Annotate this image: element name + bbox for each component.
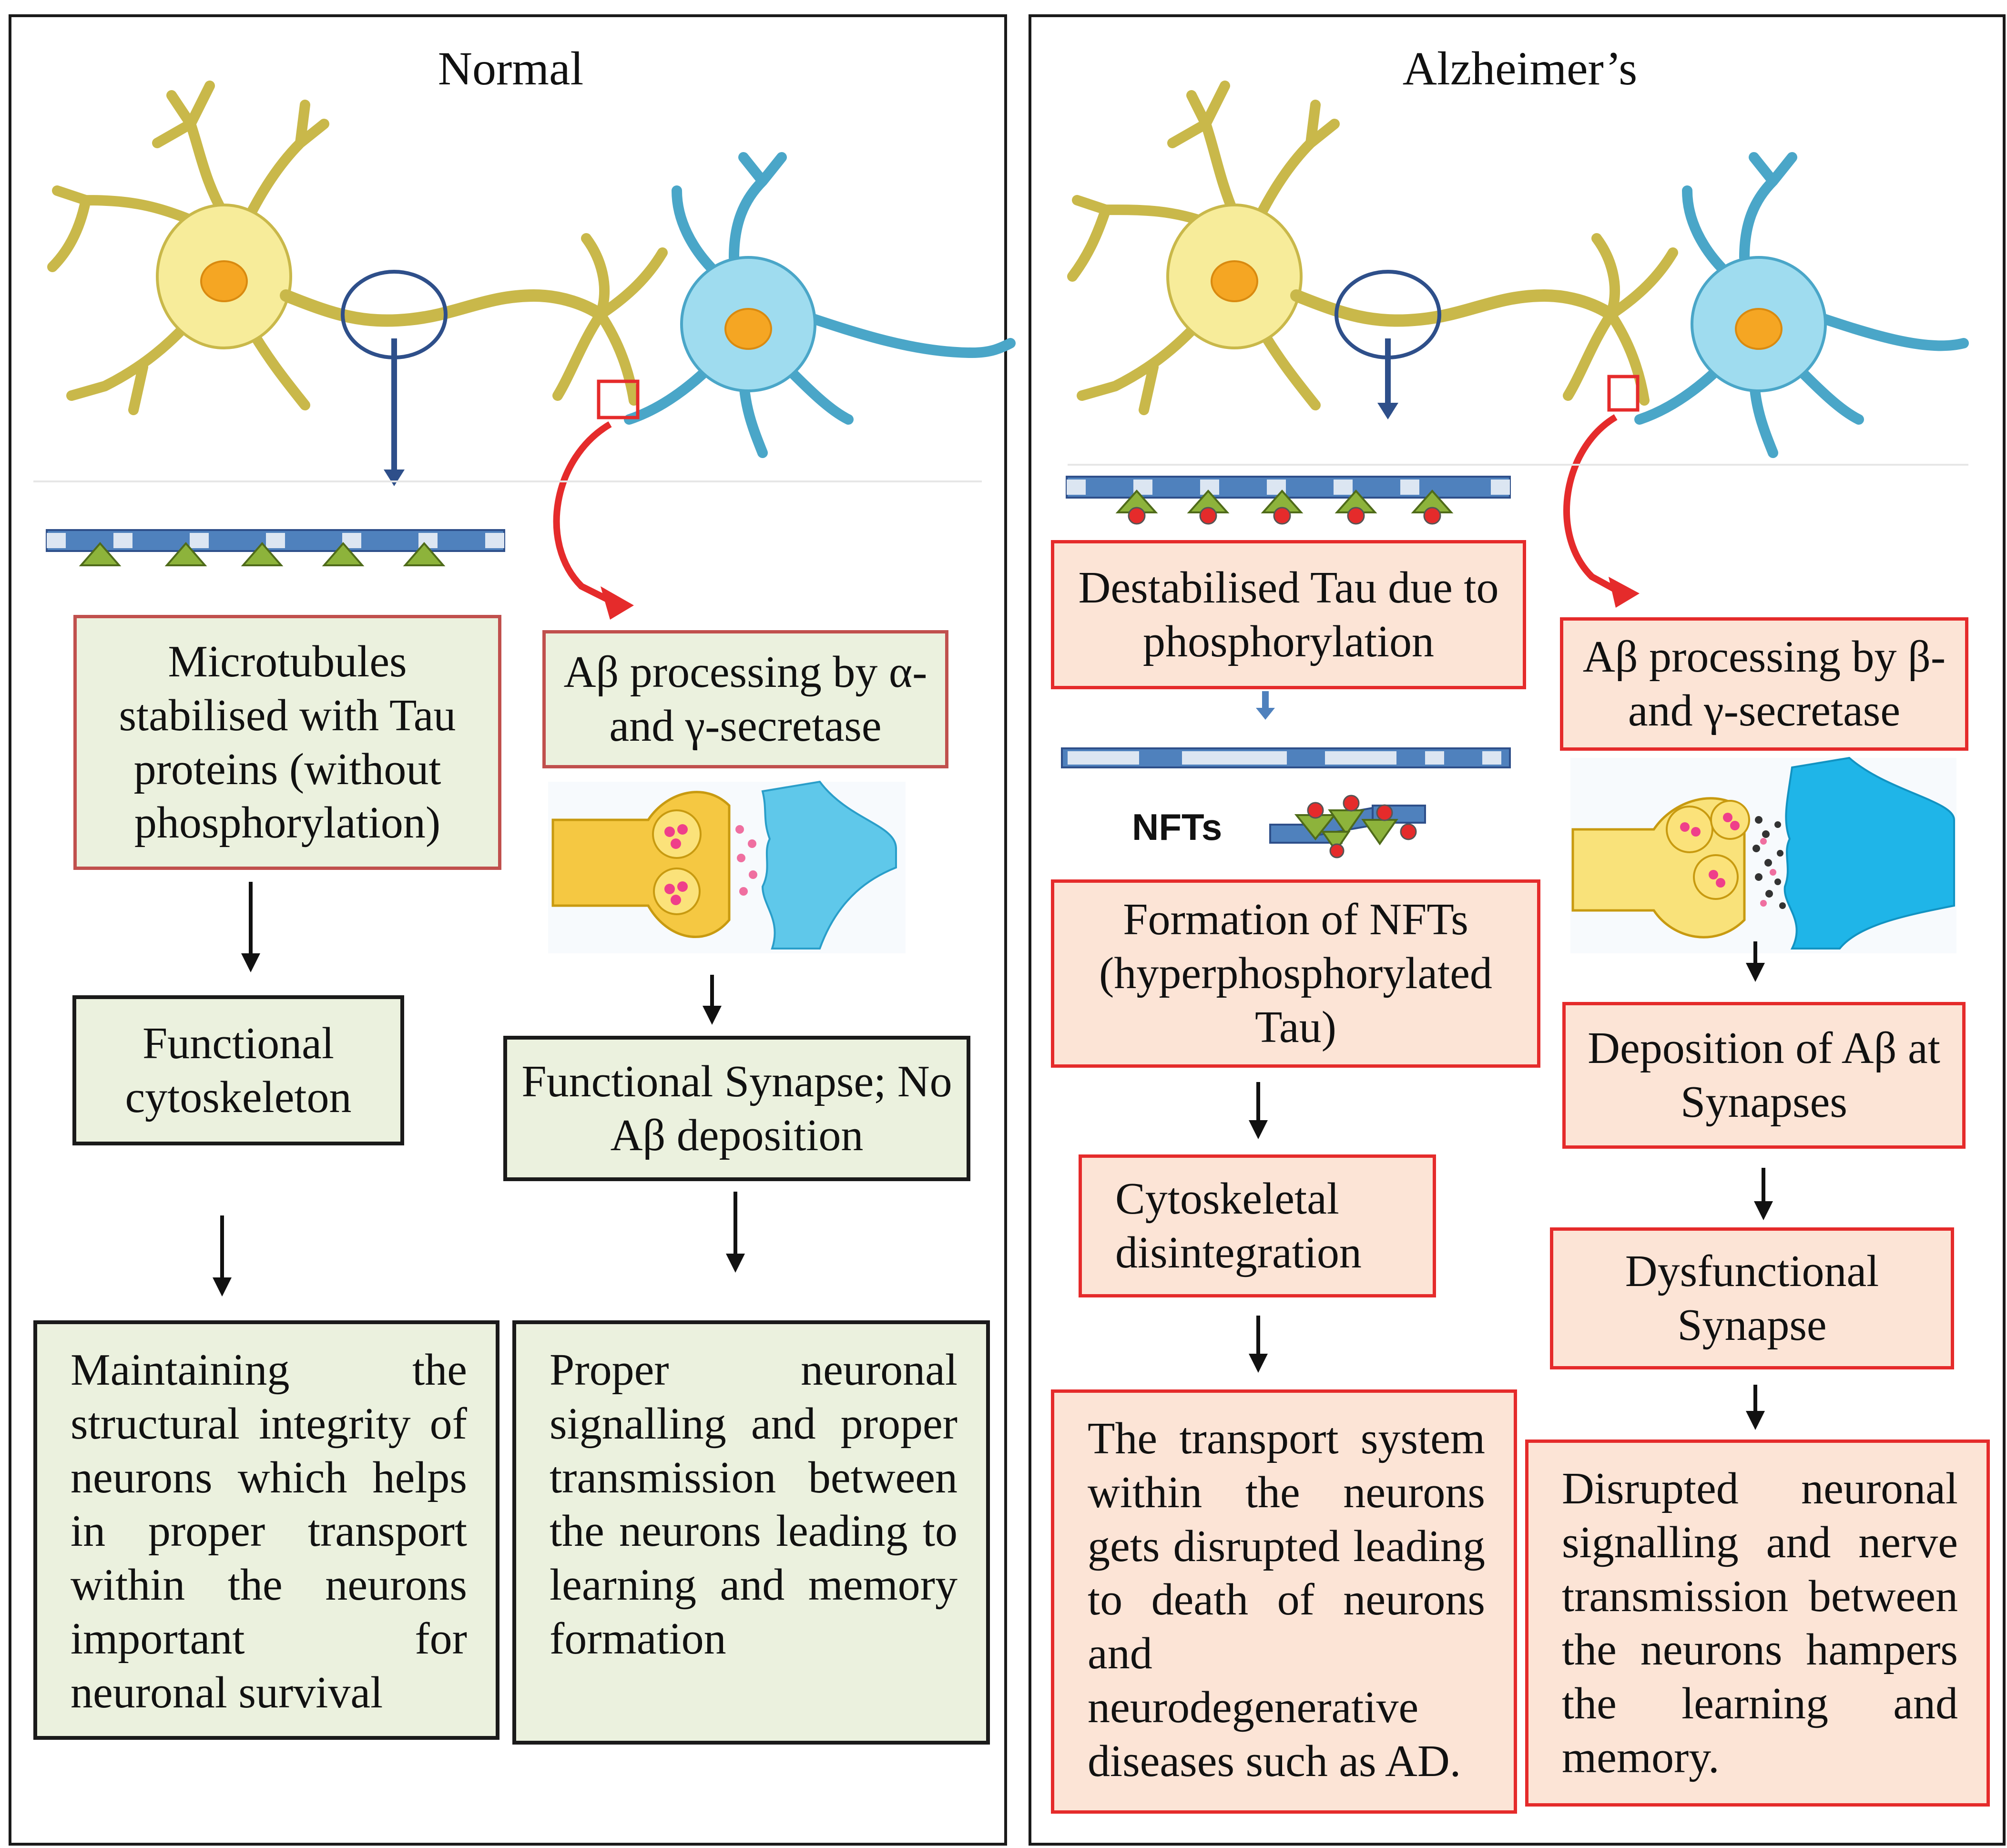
functional-cytoskeleton-box: Functional cytoskeleton <box>72 995 404 1145</box>
destabilised-tau-box: Destabilised Tau due to phosphorylation <box>1051 540 1526 689</box>
nft-formation-box: Formation of NFTs (hyperphosphorylated T… <box>1051 879 1540 1068</box>
dysfunctional-synapse-box: Dysfunctional Synapse <box>1550 1227 1954 1369</box>
tau-stabilised-box: Microtubules stabilised with Tau protein… <box>73 615 501 870</box>
proper-signalling-box: Proper neuronal signalling and proper tr… <box>512 1320 990 1745</box>
abeta-beta-processing-box: Aβ processing by β-and γ-secretase <box>1560 617 1968 751</box>
cytoskeletal-disintegration-box: Cytoskeletal disintegration <box>1079 1154 1436 1297</box>
structural-integrity-box: Maintaining the structural integrity of … <box>33 1320 499 1740</box>
alzheimers-title: Alzheimer’s <box>1402 42 1638 95</box>
abeta-deposition-box: Deposition of Aβ at Synapses <box>1562 1002 1966 1149</box>
disrupted-transport-box: The transport system within the neurons … <box>1051 1389 1517 1814</box>
disrupted-signalling-box: Disrupted neuronal signalling and nerve … <box>1525 1440 1990 1807</box>
normal-title: Normal <box>438 42 584 95</box>
nft-label: NFTs <box>1132 806 1223 848</box>
functional-synapse-box: Functional Synapse; No Aβ deposition <box>503 1036 970 1181</box>
abeta-alpha-processing-box: Aβ processing by α-and γ-secretase <box>542 630 948 768</box>
